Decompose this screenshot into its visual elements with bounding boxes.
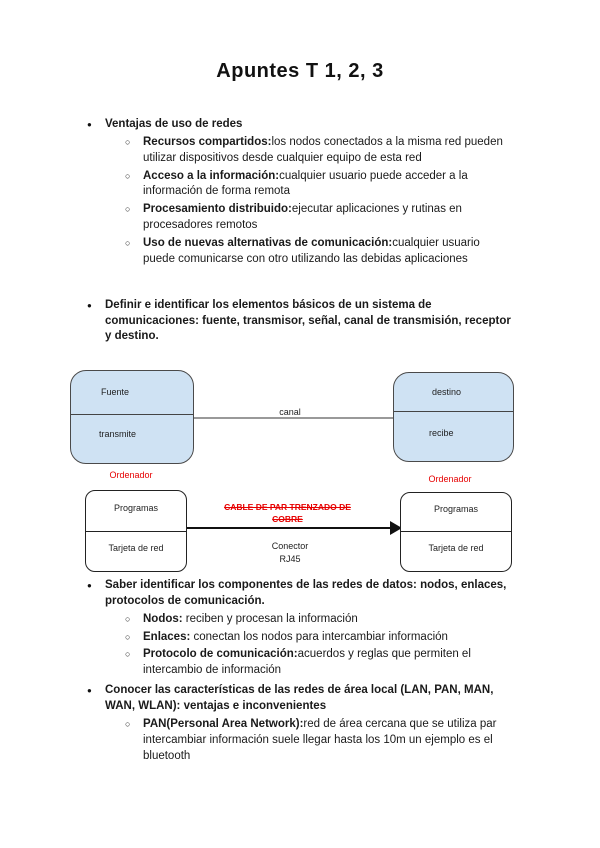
- item-term: Procesamiento distribuido:: [143, 203, 292, 216]
- left-computer-box: Programas Tarjeta de red: [85, 490, 187, 572]
- section-ventajas: Ventajas de uso de redes Recursos compar…: [86, 117, 514, 268]
- left-computer-caption: Ordenador: [109, 470, 153, 480]
- bullet-caracteristicas-heading: Conocer las características de las redes…: [86, 683, 514, 764]
- destination-box: destino recibe: [393, 372, 514, 462]
- section4-heading: Conocer las características de las redes…: [105, 684, 494, 713]
- item-text: reciben y procesan la información: [182, 612, 358, 625]
- item-term: Nodos:: [143, 612, 183, 625]
- item-term: Recursos compartidos:: [143, 135, 272, 148]
- connector-line1: Conector: [271, 541, 309, 551]
- section2-heading: Definir e identificar los elementos bási…: [105, 298, 511, 343]
- list-item: Acceso a la información:cualquier usuari…: [125, 169, 514, 201]
- item-term: Enlaces:: [143, 630, 191, 643]
- list-item: Protocolo de comunicación:acuerdos y reg…: [125, 647, 514, 679]
- source-box-title: Fuente: [101, 387, 130, 397]
- section-componentes: Saber identificar los componentes de las…: [86, 578, 514, 679]
- channel-label: canal: [279, 407, 301, 417]
- source-box: Fuente transmite: [70, 370, 194, 464]
- item-term: Protocolo de comunicación:: [143, 648, 298, 661]
- bullet-componentes-heading: Saber identificar los componentes de las…: [86, 578, 514, 679]
- bullet-definir-heading: Definir e identificar los elementos bási…: [86, 298, 514, 346]
- item-text: acuerdos y reglas que permiten el interc…: [143, 648, 471, 677]
- right-programs-label: Programas: [433, 504, 478, 514]
- bullet-ventajas-heading: Ventajas de uso de redes Recursos compar…: [86, 117, 514, 268]
- source-box-subtitle: transmite: [99, 429, 137, 439]
- right-nic-label: Tarjeta de red: [428, 543, 484, 553]
- item-term: PAN(Personal Area Network):: [143, 717, 304, 730]
- connector-line2: RJ45: [279, 553, 301, 564]
- list-item: PAN(Personal Area Network):red de área c…: [125, 717, 514, 765]
- item-term: Uso de nuevas alternativas de comunicaci…: [143, 237, 393, 250]
- list-item: Nodos: reciben y procesan la información: [125, 612, 514, 628]
- diagram-lines: [186, 417, 402, 535]
- destination-box-subtitle: recibe: [429, 428, 454, 438]
- item-text: los nodos conectados a la misma red pued…: [143, 135, 503, 164]
- cable-label: CABLE DE PAR TRENZADO DE COBRE: [224, 502, 351, 524]
- destination-box-divider: [394, 411, 513, 412]
- section-definir: Definir e identificar los elementos bási…: [86, 298, 514, 346]
- left-programs-label: Programas: [113, 503, 158, 513]
- list-item: Procesamiento distribuido:ejecutar aplic…: [125, 202, 514, 234]
- item-text: cualquier usuario puede acceder a la inf…: [143, 169, 468, 198]
- list-item: Recursos compartidos:los nodos conectado…: [125, 135, 514, 167]
- right-computer-caption: Ordenador: [428, 474, 472, 484]
- section1-heading: Ventajas de uso de redes: [105, 118, 243, 130]
- section4-sublist: PAN(Personal Area Network):red de área c…: [105, 717, 514, 765]
- section3-sublist: Nodos: reciben y procesan la información…: [105, 612, 514, 679]
- item-text: cualquier usuario puede comunicarse con …: [143, 237, 480, 265]
- item-term: Acceso a la información:: [143, 169, 280, 182]
- item-text: red de área cercana que se utiliza par i…: [143, 717, 497, 762]
- right-computer-box: Programas Tarjeta de red: [400, 492, 512, 572]
- source-box-divider: [71, 414, 193, 415]
- item-text: conectan los nodos para intercambiar inf…: [190, 630, 448, 643]
- connector-label: Conector RJ45: [240, 540, 340, 565]
- destination-box-title: destino: [432, 387, 462, 397]
- left-nic-label: Tarjeta de red: [108, 543, 164, 553]
- section-caracteristicas: Conocer las características de las redes…: [86, 683, 514, 764]
- communication-diagram: Fuente transmite destino recibe canal Or…: [0, 362, 600, 578]
- item-text: ejecutar aplicaciones y rutinas en proce…: [143, 203, 462, 232]
- document-content-lower: Saber identificar los componentes de las…: [0, 578, 600, 767]
- list-item: Enlaces: conectan los nodos para interca…: [125, 630, 514, 646]
- page-title: Apuntes T 1, 2, 3: [216, 60, 384, 82]
- list-item: Uso de nuevas alternativas de comunicaci…: [125, 236, 514, 268]
- section3-heading: Saber identificar los componentes de las…: [105, 579, 507, 607]
- right-computer-divider: [401, 531, 511, 532]
- left-computer-divider: [86, 531, 186, 532]
- document-content: Ventajas de uso de redes Recursos compar…: [0, 117, 600, 345]
- section1-sublist: Recursos compartidos:los nodos conectado…: [105, 135, 514, 268]
